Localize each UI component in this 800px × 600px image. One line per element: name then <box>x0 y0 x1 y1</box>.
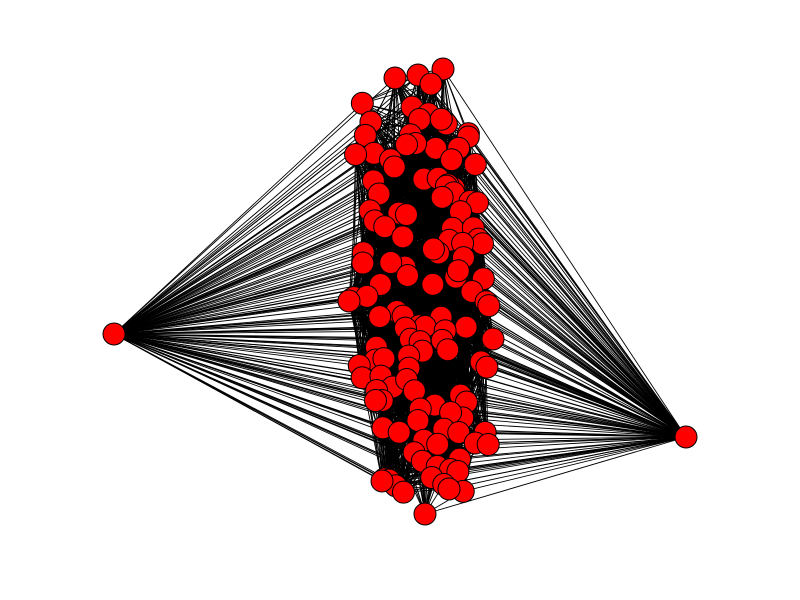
graph-edge <box>453 192 687 438</box>
graph-edge <box>469 201 687 438</box>
graph-node <box>426 432 450 456</box>
graph-edge <box>482 243 687 438</box>
graph-edge <box>373 159 452 182</box>
graph-node <box>463 152 487 176</box>
graph-edge <box>113 152 375 335</box>
graph-edge <box>113 333 383 482</box>
graph-edge <box>460 394 687 438</box>
graph-node <box>350 91 374 115</box>
graph-node <box>419 72 443 96</box>
graph-edge <box>362 83 432 104</box>
graph-node <box>379 251 403 275</box>
graph-node <box>394 203 418 227</box>
graph-edge <box>113 154 356 335</box>
graph-edge <box>113 121 372 335</box>
graph-edge <box>462 243 687 438</box>
graph-node <box>370 469 394 493</box>
graph-edge <box>452 227 687 438</box>
graph-edge <box>113 77 396 335</box>
graph-node <box>373 215 397 239</box>
graph-node <box>431 57 455 81</box>
graph-node <box>440 148 464 172</box>
graph-node <box>364 389 388 413</box>
graph-node-hub-right <box>674 425 698 449</box>
graph-node <box>368 305 392 329</box>
graph-edge <box>442 68 687 438</box>
graph-edge <box>113 220 375 335</box>
graph-edge <box>437 436 687 467</box>
graph-edge <box>113 193 380 335</box>
graph-node <box>382 155 406 179</box>
graph-edge <box>113 284 381 335</box>
graph-edge <box>451 159 687 438</box>
graph-edge <box>477 202 687 438</box>
graph-node <box>383 66 407 90</box>
graph-nodes <box>102 57 698 526</box>
graph-edge <box>113 159 391 335</box>
graph-edge <box>113 180 374 335</box>
graph-node <box>476 433 500 457</box>
graph-node <box>481 327 505 351</box>
graph-edge <box>466 401 687 438</box>
graph-edge <box>113 135 366 335</box>
graph-edge <box>113 252 364 335</box>
graph-node <box>470 232 494 256</box>
graph-edge <box>481 361 687 438</box>
graph-node <box>391 225 415 249</box>
graph-edge <box>113 226 385 335</box>
graph-edge <box>113 210 371 335</box>
graph-edge <box>462 417 687 438</box>
graph-edge <box>474 164 687 438</box>
graph-node <box>394 133 418 157</box>
graph-node <box>391 480 415 504</box>
graph-node <box>430 185 454 209</box>
graph-node <box>406 408 430 432</box>
graph-node <box>446 259 470 283</box>
graph-edge <box>348 300 409 357</box>
graph-node-hub-bottom <box>413 502 437 526</box>
graph-node <box>421 237 445 261</box>
graph-node <box>396 264 420 288</box>
graph-edge <box>113 333 360 366</box>
graph-edge <box>467 136 687 438</box>
graph-node <box>477 294 501 318</box>
graph-edge <box>488 305 687 438</box>
graph-node <box>344 142 368 166</box>
graph-node <box>421 272 445 296</box>
graph-edge <box>458 147 687 438</box>
graph-edge <box>353 154 357 298</box>
graph-edge <box>486 366 687 438</box>
graph-node <box>447 420 471 444</box>
graph-edge <box>113 214 407 335</box>
graph-node <box>387 420 411 444</box>
graph-node <box>436 338 460 362</box>
graph-node <box>337 289 361 313</box>
graph-node <box>351 251 375 275</box>
graph-edge <box>113 102 363 335</box>
graph-node-hub-left <box>102 322 126 346</box>
graph-edge <box>363 248 434 254</box>
graph-edge <box>463 436 687 492</box>
graph-edge <box>113 300 350 335</box>
graph-node <box>454 315 478 339</box>
graph-edge <box>492 338 687 438</box>
graph-edge <box>448 436 687 490</box>
graph-edge <box>483 278 687 438</box>
graph-node <box>437 477 461 501</box>
graph-node <box>475 355 499 379</box>
graph-edge <box>463 257 687 438</box>
graph-node <box>429 107 453 131</box>
graph-edge <box>473 227 687 438</box>
graph-edge <box>450 412 687 438</box>
graph-edge <box>113 262 363 335</box>
graph-edge <box>113 262 391 335</box>
